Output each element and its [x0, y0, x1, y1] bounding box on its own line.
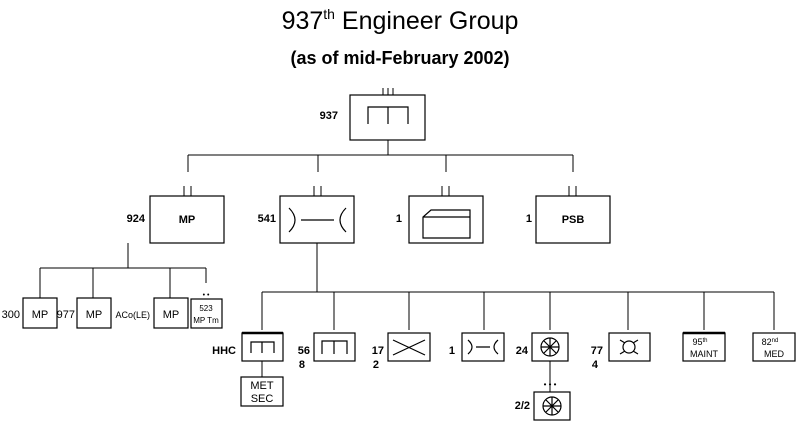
bridge-icon — [288, 207, 347, 233]
unit-77-4: 77 4 — [591, 332, 651, 371]
unit-hhc-label: HHC — [212, 345, 236, 357]
unit-541-label: 541 — [258, 213, 276, 225]
met-sec-line1: MET — [250, 380, 274, 392]
met-sec-line2: SEC — [251, 393, 274, 405]
unit-1-psb: 1 PSB — [526, 186, 611, 244]
wheel-icon — [540, 337, 560, 357]
unit-300-text: MP — [32, 309, 49, 321]
echelon-dots: • • — [203, 292, 210, 299]
diagram-subtitle: (as of mid-February 2002) — [290, 48, 510, 68]
unit-300-label: 300 — [2, 309, 20, 321]
unit-aco-le-label: ACo(LE) — [115, 310, 150, 320]
unit-met-sec: MET SEC — [240, 376, 284, 407]
echelon-dots: • • • — [544, 380, 557, 389]
unit-77-label: 77 — [591, 345, 603, 357]
unit-82nd-text: MED — [764, 349, 785, 359]
unit-8-label: 8 — [299, 359, 305, 371]
bridge-icon — [467, 339, 499, 355]
unit-1-bridge: 1 — [449, 332, 505, 362]
hq-937-label: 937 — [320, 110, 338, 122]
unit-2-label: 2 — [373, 359, 379, 371]
unit-2-2-label: 2/2 — [515, 400, 530, 412]
unit-hhc: HHC — [212, 331, 284, 362]
quartermaster-icon — [619, 339, 639, 355]
wheel-icon — [542, 396, 562, 416]
unit-24-label: 24 — [516, 345, 529, 357]
unit-924-mp: 924 MP — [127, 186, 225, 244]
unit-82nd-num: 82nd — [762, 337, 779, 347]
engineer-castle-icon — [367, 106, 409, 124]
unit-924-text: MP — [179, 214, 196, 226]
unit-1-a-label: 1 — [396, 213, 402, 225]
diagram-title: 937th Engineer Group — [281, 6, 519, 35]
unit-82nd-med: 82nd MED — [752, 332, 796, 362]
unit-17-label: 17 — [372, 345, 384, 357]
crossed-arrows-icon — [392, 339, 426, 356]
unit-psb-text: PSB — [562, 214, 585, 226]
unit-977-mp: 977 MP — [57, 283, 112, 329]
unit-17-2: 17 2 — [372, 332, 431, 371]
unit-56-label: 56 — [298, 345, 310, 357]
unit-541: 541 — [258, 186, 355, 244]
unit-523-mp-tm: • • 523 MP Tm — [190, 292, 223, 329]
unit-977-label: 977 — [57, 309, 75, 321]
unit-24: 24 — [516, 332, 569, 362]
unit-1-psb-label: 1 — [526, 213, 532, 225]
unit-2-2: • • • 2/2 — [515, 380, 571, 421]
unit-aco-le-text: MP — [163, 309, 180, 321]
unit-56-8: 56 8 — [298, 332, 356, 371]
unit-1-bridge-label: 1 — [449, 345, 455, 357]
engineer-castle-icon — [250, 341, 275, 353]
unit-977-text: MP — [86, 309, 103, 321]
unit-aco-le-mp: ACo(LE) MP — [115, 283, 189, 329]
unit-4-label: 4 — [592, 359, 599, 371]
unit-95th-num: 95th — [692, 337, 707, 347]
hq-937-unit: 937 — [320, 88, 426, 141]
unit-523-text: MP Tm — [193, 316, 219, 325]
unit-300-mp: 300 MP — [2, 283, 58, 329]
unit-924-label: 924 — [127, 213, 146, 225]
unit-95th-text: MAINT — [690, 349, 719, 359]
unit-523-num: 523 — [199, 304, 213, 313]
unit-1-a: 1 — [396, 186, 484, 244]
engineer-castle-icon — [321, 340, 348, 354]
container-icon — [422, 209, 471, 239]
unit-95th-maint: 95th MAINT — [682, 331, 726, 362]
